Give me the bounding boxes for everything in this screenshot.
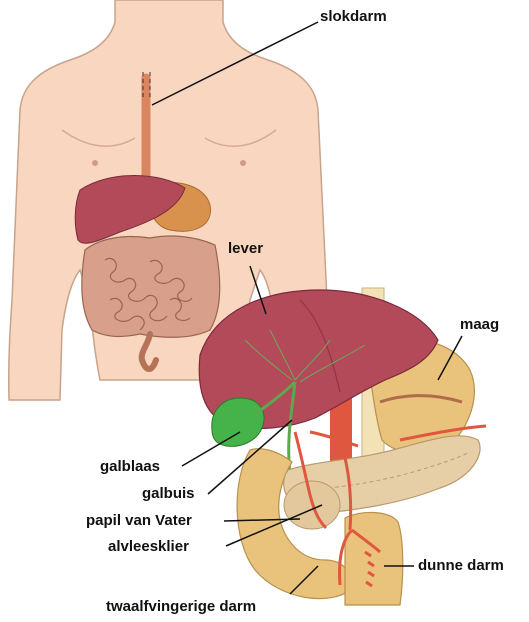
label-alvleesklier: alvleesklier xyxy=(108,538,189,555)
large-intestine-small xyxy=(82,236,220,337)
small-intestine xyxy=(345,512,403,605)
label-papil-van-vater: papil van Vater xyxy=(86,512,192,529)
leader-galblaas xyxy=(182,432,240,466)
label-slokdarm: slokdarm xyxy=(320,8,387,25)
label-galblaas: galblaas xyxy=(100,458,160,475)
label-maag: maag xyxy=(460,316,499,333)
label-twaalfvingerige-darm: twaalfvingerige darm xyxy=(106,598,256,615)
label-lever: lever xyxy=(228,240,263,257)
nipple-right xyxy=(240,160,246,166)
nipple-left xyxy=(92,160,98,166)
label-galbuis: galbuis xyxy=(142,485,195,502)
label-dunne-darm: dunne darm xyxy=(418,557,504,574)
